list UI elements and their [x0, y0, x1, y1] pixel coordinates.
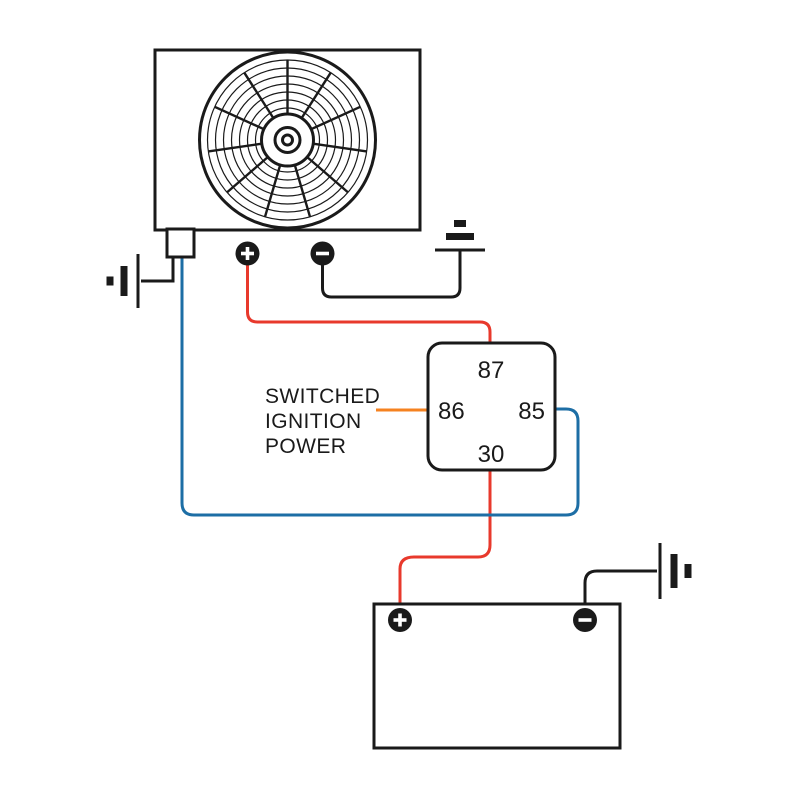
battery	[372, 602, 622, 750]
fan-hub-center	[281, 133, 294, 147]
wire-black-fan-to-ground	[141, 252, 175, 283]
battery-positive-terminal	[388, 608, 412, 632]
wires	[141, 251, 657, 615]
relay: 87 86 85 30	[426, 341, 557, 472]
cooling-fan	[153, 48, 422, 259]
fan-connector-tab	[165, 227, 196, 259]
top-ground-icon	[435, 220, 485, 252]
fan-blade-spokes	[208, 60, 367, 218]
fan-positive-terminal	[235, 241, 260, 266]
left-ground-icon	[106, 254, 140, 308]
ignition-label-line1: SWITCHED	[265, 385, 380, 408]
relay-box	[426, 341, 557, 472]
switched-ignition-power-label: SWITCHED IGNITION POWER	[265, 385, 380, 458]
wire-black-fan-negative-to-ground	[321, 251, 462, 299]
relay-pin-85-label: 85	[518, 398, 545, 425]
battery-negative-terminal	[573, 608, 597, 632]
relay-pin-86-label: 86	[438, 398, 465, 425]
ignition-label-line3: POWER	[265, 435, 346, 458]
ignition-label-line2: IGNITION	[265, 410, 362, 433]
wire-blue-fan-to-relay	[180, 252, 580, 517]
battery-ground-icon	[658, 543, 692, 599]
relay-pin-87-label: 87	[478, 357, 505, 384]
plus-icon	[393, 613, 407, 627]
relay-pin-30-label: 30	[478, 441, 505, 468]
wire-black-battery-negative-to-ground	[583, 569, 657, 615]
fan-negative-terminal	[310, 241, 335, 266]
plus-icon	[241, 247, 254, 260]
wire-red-fan-to-relay	[246, 262, 492, 344]
wire-red-relay-to-battery	[398, 470, 492, 606]
